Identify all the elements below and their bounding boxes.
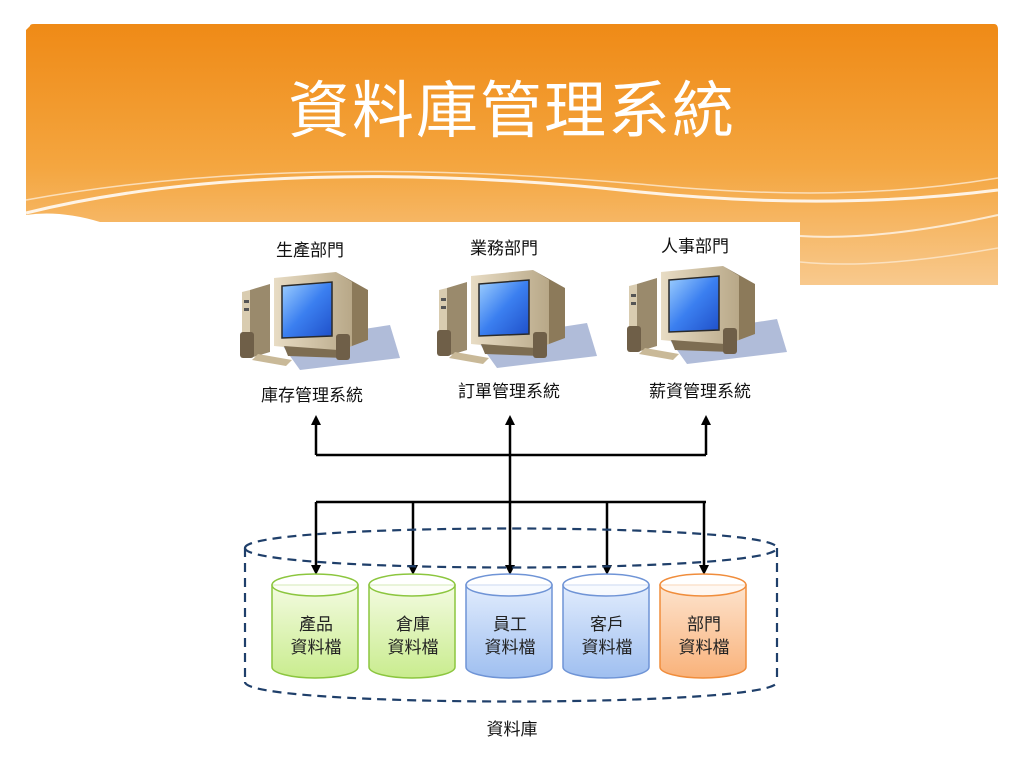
connector-lines (311, 415, 711, 575)
file-label-product: 產品資料檔 (290, 615, 342, 658)
dept-label-production: 生產部門 (276, 241, 344, 261)
system-label-order: 訂單管理系統 (458, 382, 560, 402)
system-label-payroll: 薪資管理系統 (649, 382, 751, 402)
cylinder-product (271, 573, 359, 679)
dept-label-sales: 業務部門 (470, 239, 538, 259)
computer-icon-production (240, 272, 400, 370)
dept-label-hr: 人事部門 (661, 237, 729, 257)
file-label-customer: 客戶資料檔 (581, 615, 633, 658)
cylinder-employee (465, 573, 553, 679)
file-label-warehouse: 倉庫資料檔 (387, 615, 439, 658)
database-label: 資料庫 (486, 720, 538, 740)
file-label-department: 部門資料檔 (678, 615, 730, 658)
header-banner (25, 24, 999, 285)
computer-icon-hr (627, 266, 787, 364)
slide-title: 資料庫管理系統 (287, 74, 736, 147)
data-file-cylinders (271, 573, 747, 679)
cylinder-customer (562, 573, 650, 679)
cylinder-warehouse (368, 573, 456, 679)
computer-icons (240, 266, 787, 370)
system-label-inventory: 庫存管理系統 (261, 386, 363, 406)
database-outline (243, 527, 779, 703)
file-label-employee: 員工資料檔 (484, 615, 536, 658)
cylinder-department (659, 573, 747, 679)
computer-icon-sales (437, 270, 597, 368)
